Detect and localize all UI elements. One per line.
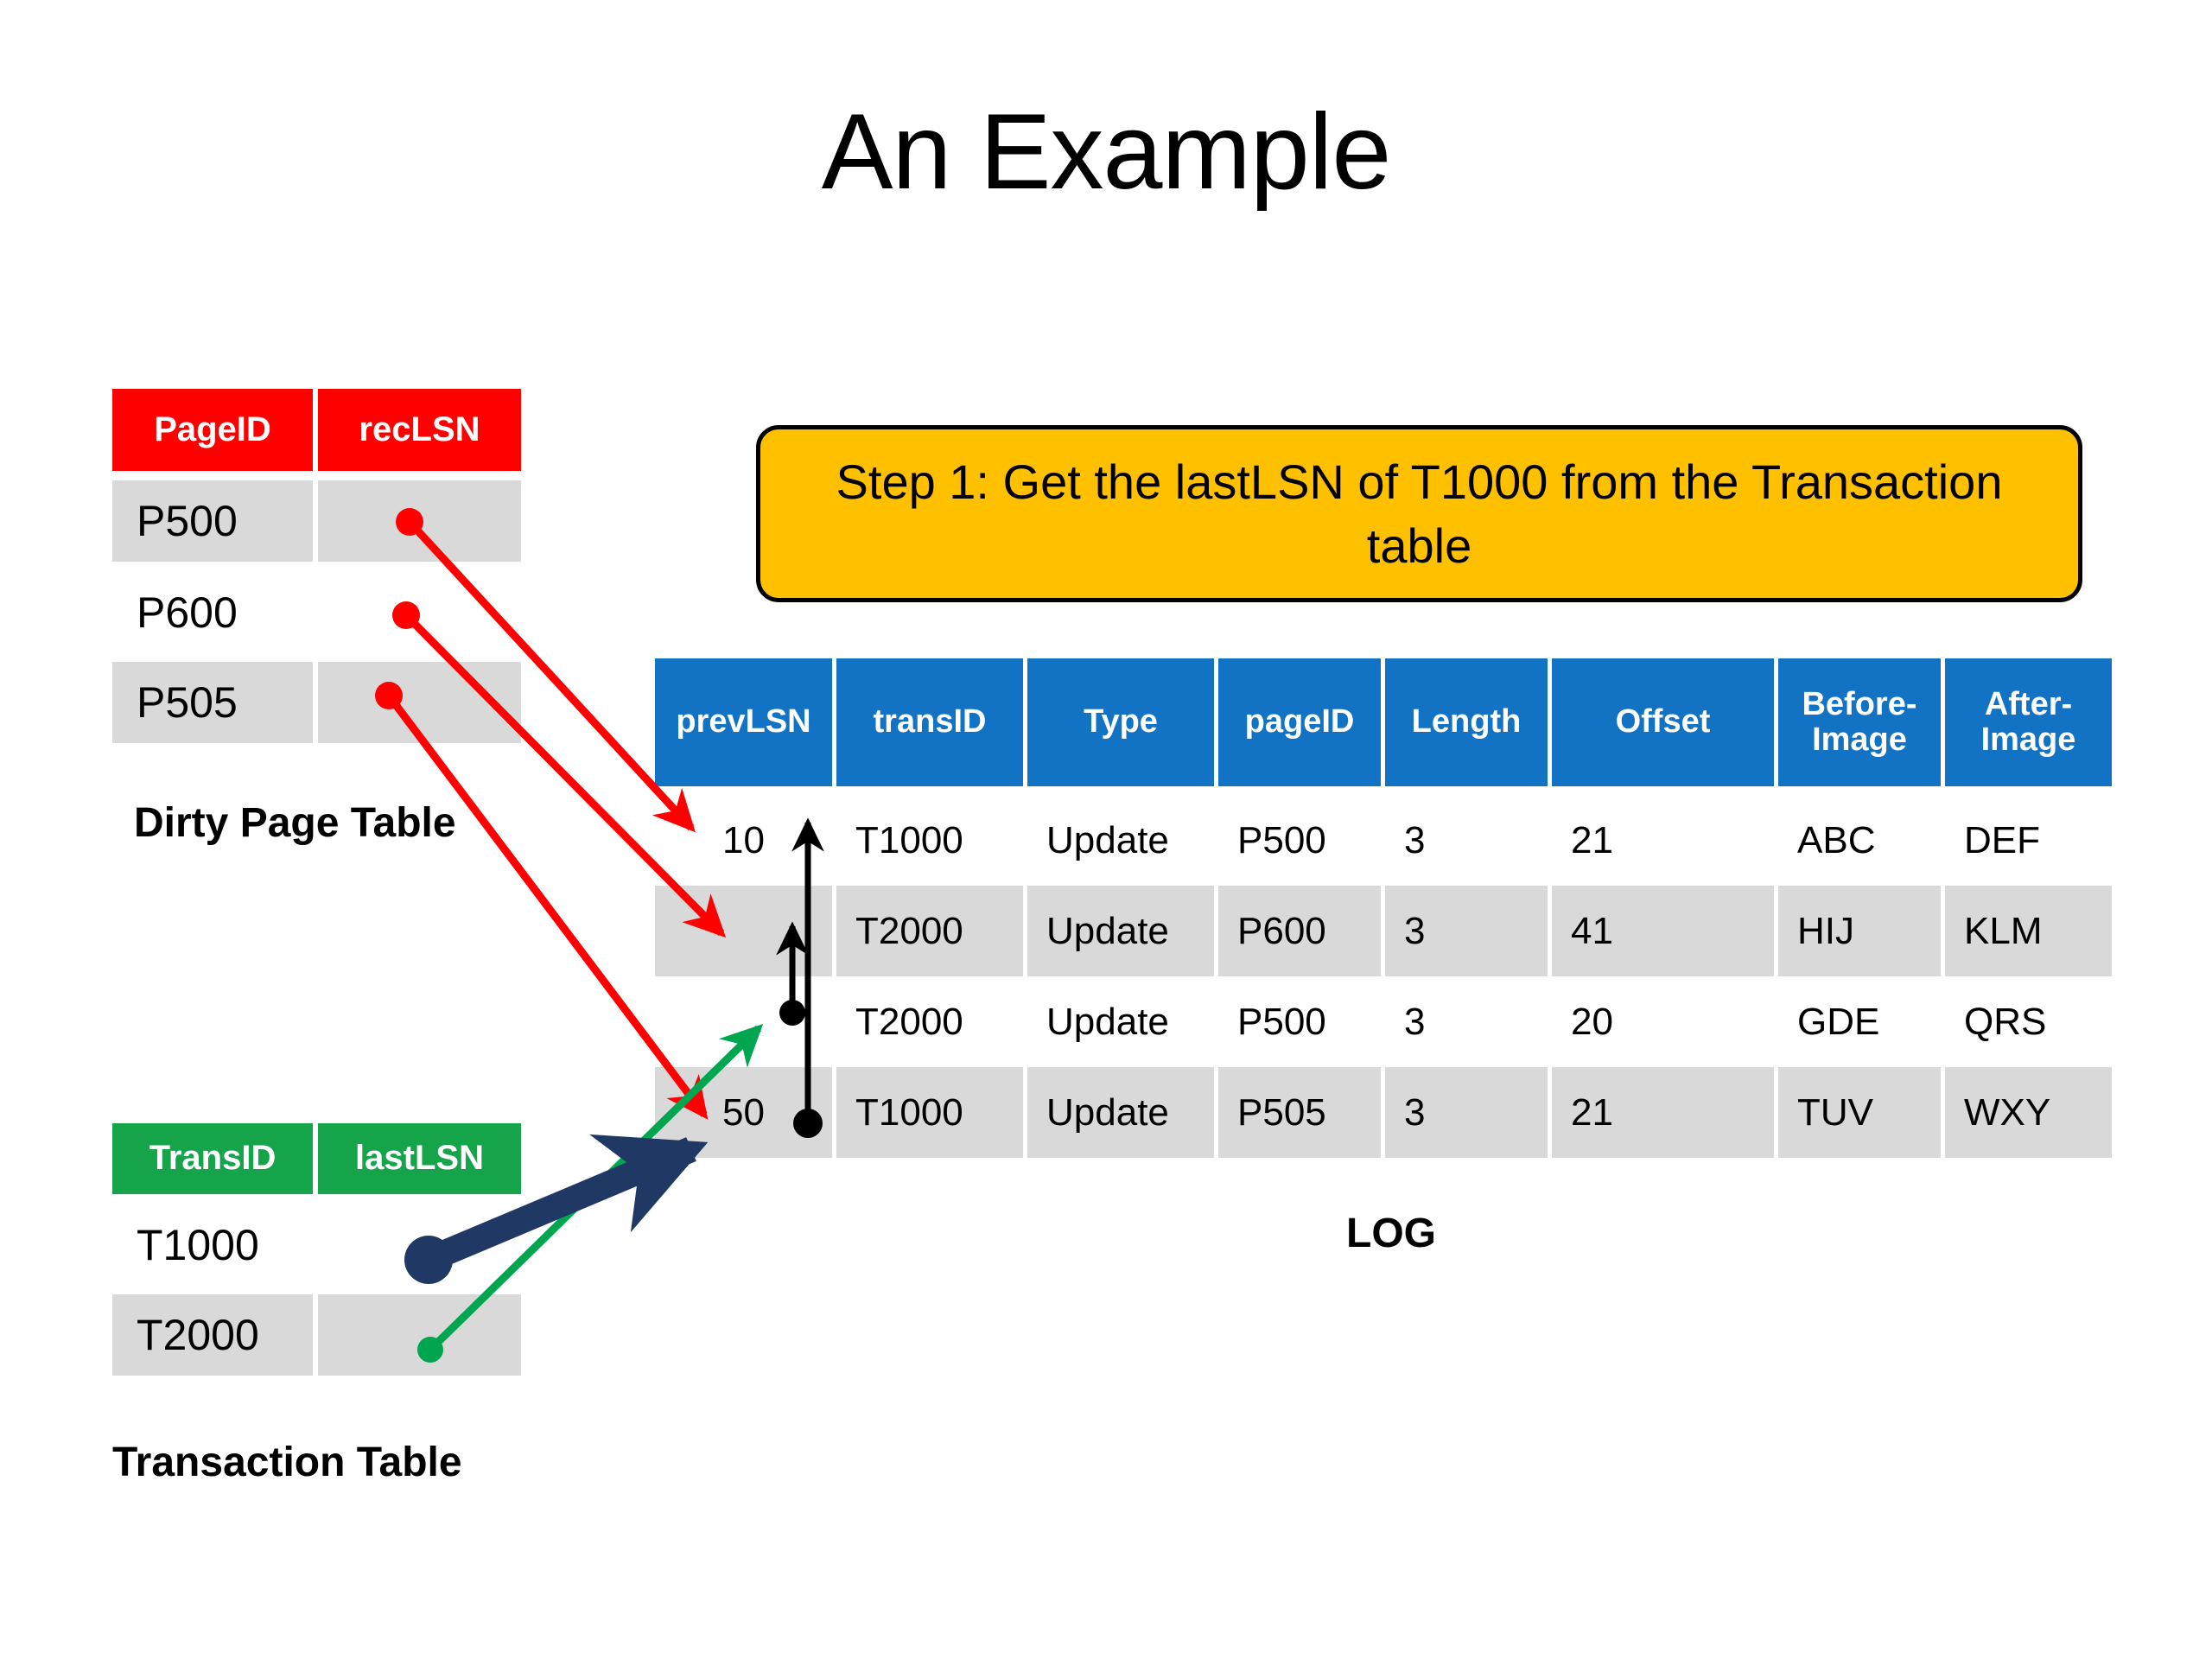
log-row-0-type: Update [1046,818,1169,861]
log-row-2-offset: 20 [1571,1000,1613,1043]
log-header-type: Type [1027,658,1214,786]
log-row-3-before-image: TUV [1778,1067,1941,1158]
log-header-pageid: pageID [1218,658,1381,786]
dpt-header-pageid: PageID [112,389,313,471]
log-header-prevlsn: prevLSN [655,658,832,786]
dpt-row-2-reclsn [318,662,521,743]
log-row-3-transid: T1000 [836,1067,1023,1158]
page-title: An Example [821,92,1392,212]
log-row-3-offset: 21 [1552,1067,1774,1158]
log-row-1-before-image: HIJ [1778,886,1941,976]
log-header-after-image: After-Image [1945,658,2112,786]
tt-header-lastlsn: lastLSN [318,1123,521,1194]
log-row-0-pageid: P500 [1237,818,1326,861]
log-row-2-transid: T2000 [855,1000,963,1043]
log-row-1-pageid: P600 [1218,886,1381,976]
dirty-page-table-caption: Dirty Page Table [134,800,456,846]
log-row-1-after-image: KLM [1945,886,2112,976]
log-row-0-length: 3 [1404,818,1426,861]
log-table-caption: LOG [1346,1211,1436,1256]
log-header-transid: transID [836,658,1023,786]
dpt-row-0-reclsn [318,480,521,562]
log-row-3-pageid: P505 [1218,1067,1381,1158]
log-row-1-type: Update [1027,886,1214,976]
dpt-header-reclsn: recLSN [318,389,521,471]
log-row-3-prevlsn: 50 [655,1067,832,1158]
log-row-0-before-image: ABC [1797,818,1876,861]
tt-row-0-lastlsn [318,1205,521,1286]
dpt-row-0-pageid: P500 [112,480,313,562]
log-header-offset: Offset [1552,658,1774,786]
tt-row-1-lastlsn [318,1294,521,1376]
tt-row-1-transid: T2000 [112,1294,313,1376]
dpt-row-1-pageid: P600 [137,588,238,637]
log-row-3-after-image: WXY [1945,1067,2112,1158]
dpt-row-2-pageid: P505 [112,662,313,743]
log-row-0-transid: T1000 [855,818,963,861]
log-row-2-pageid: P500 [1237,1000,1326,1043]
log-row-3-type: Update [1027,1067,1214,1158]
log-row-2-before-image: GDE [1797,1000,1880,1043]
log-row-1-offset: 41 [1552,886,1774,976]
log-header-length: Length [1385,658,1548,786]
log-header-before-image: Before-Image [1778,658,1941,786]
log-row-2-prevlsn [655,976,832,1067]
log-row-2-type: Update [1046,1000,1169,1043]
log-row-0-after-image: DEF [1964,818,2040,861]
log-row-1-transid: T2000 [836,886,1023,976]
step-banner: Step 1: Get the lastLSN of T1000 from th… [756,425,2082,602]
tt-row-0-transid: T1000 [137,1221,259,1269]
log-row-3-length: 3 [1385,1067,1548,1158]
tt-header-transid: TransID [112,1123,313,1194]
transaction-table-caption: Transaction Table [112,1440,462,1485]
log-row-2-after-image: QRS [1964,1000,2047,1043]
log-row-1-length: 3 [1385,886,1548,976]
log-row-0-offset: 21 [1571,818,1613,861]
dpt-row-1-reclsn [318,572,521,653]
log-row-1-prevlsn [655,886,832,976]
log-row-0-prevlsn: 10 [722,818,765,861]
log-row-2-length: 3 [1404,1000,1426,1043]
